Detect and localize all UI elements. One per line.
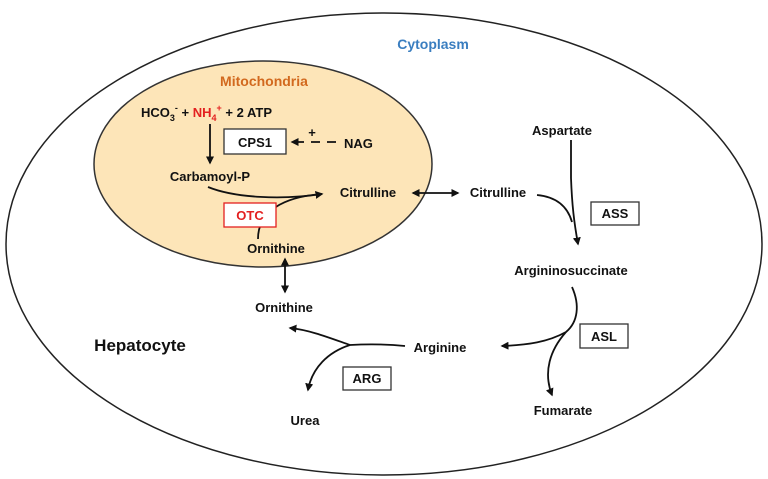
aspartate-label: Aspartate <box>532 123 592 138</box>
asl-trunk <box>565 286 578 333</box>
cps1-enzyme-box <box>223 128 287 155</box>
argininosuccinate-label: Argininosuccinate <box>514 263 627 278</box>
activation-sign: + <box>308 125 316 140</box>
asl-arginine-arrow <box>500 331 567 350</box>
asl-label: ASL <box>591 329 617 344</box>
otc-label: OTC <box>236 208 264 223</box>
arg-urea-arrow <box>305 344 351 392</box>
otc-enzyme-box <box>223 202 277 228</box>
mitochondrion <box>93 60 433 268</box>
arg-ornithine-arrow <box>288 324 351 346</box>
arg-label: ARG <box>353 371 382 386</box>
substrate-equation: HCO3- + NH4+ + 2 ATP <box>141 103 272 123</box>
asl-enzyme-box <box>579 323 629 349</box>
hepatocyte-label: Hepatocyte <box>94 336 186 355</box>
carbamoyl-p-label: Carbamoyl-P <box>170 169 251 184</box>
citrulline-mito-label: Citrulline <box>340 185 396 200</box>
arginine-label: Arginine <box>414 340 467 355</box>
fumarate-label: Fumarate <box>534 403 593 418</box>
asl-fumarate-arrow <box>545 331 567 397</box>
arg-trunk <box>349 343 406 347</box>
arg-enzyme-box <box>342 366 392 391</box>
citrulline-cyto-label: Citrulline <box>470 185 526 200</box>
ass-citrulline-arrow <box>536 194 573 223</box>
ass-aspartate-arrow <box>570 140 581 246</box>
ornithine-cyto-label: Ornithine <box>255 300 313 315</box>
urea-label: Urea <box>291 413 321 428</box>
cytoplasm-label: Cytoplasm <box>397 36 469 52</box>
ass-enzyme-box <box>590 201 640 226</box>
cps1-label: CPS1 <box>238 135 272 150</box>
bicarbonate: HCO <box>141 105 170 120</box>
ass-label: ASS <box>602 206 629 221</box>
ammonium: NH <box>193 105 212 120</box>
ornithine-mito-label: Ornithine <box>247 241 305 256</box>
mitochondria-label: Mitochondria <box>220 73 308 89</box>
nag-label: NAG <box>344 136 373 151</box>
hepatocyte-membrane <box>5 12 763 476</box>
